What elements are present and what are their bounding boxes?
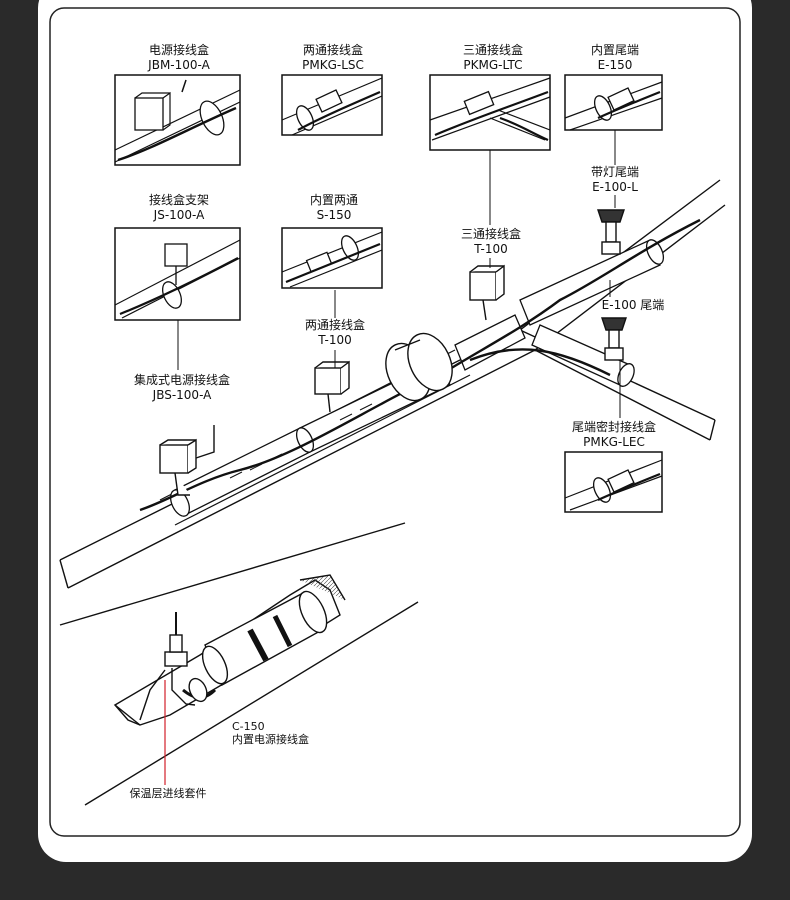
junction-box-jbs — [159, 425, 215, 496]
tee-fitting — [385, 332, 453, 402]
label-e100: E-100 尾端 — [601, 298, 665, 312]
inset-js100 — [114, 227, 241, 321]
inset-jbm — [114, 74, 241, 166]
junction-box-t100-mid — [314, 360, 350, 413]
inset-pkmg-ltc — [429, 74, 551, 151]
end-light-e100l — [597, 209, 625, 255]
inset-pmkg-lsc — [281, 74, 383, 136]
end-e100 — [601, 317, 627, 361]
cutaway-detail — [59, 522, 419, 806]
inner-frame — [49, 7, 741, 837]
leader-lines — [177, 130, 621, 418]
junction-box-t100-top — [469, 264, 505, 321]
inset-e150 — [564, 74, 663, 131]
label-insulation-kit: 保温层进线套件 — [129, 787, 207, 800]
pipe-hatching — [229, 403, 373, 479]
inset-s150 — [281, 227, 383, 289]
inset-pmkg-lec — [564, 451, 663, 513]
